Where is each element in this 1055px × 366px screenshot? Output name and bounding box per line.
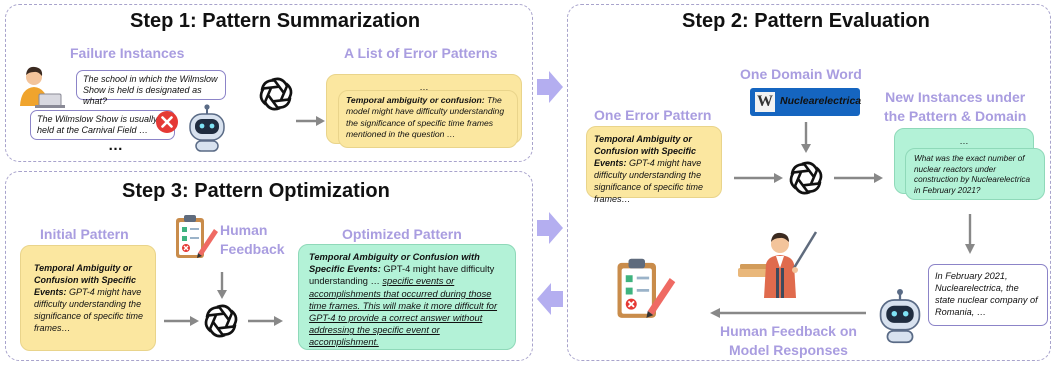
one-error-pattern-card: Temporal Ambiguity or Confusion with Spe… bbox=[586, 126, 722, 204]
new-instances-label-line1: New Instances under bbox=[885, 89, 1026, 105]
failure-instances-label: Failure Instances bbox=[70, 45, 185, 61]
pattern-to-gpt-arrow bbox=[734, 173, 783, 183]
initial-pattern-label: Initial Pattern bbox=[40, 226, 129, 242]
gpt-to-optimized-arrow bbox=[248, 316, 283, 326]
step3-title: Step 3: Pattern Optimization bbox=[122, 180, 390, 202]
error-patterns-label: A List of Error Patterns bbox=[344, 45, 498, 61]
human-feedback-label: Human Feedback bbox=[220, 221, 285, 259]
gpt-logo-icon bbox=[204, 304, 238, 338]
wrong-answer-icon bbox=[156, 111, 178, 133]
more-instances-dots: … bbox=[108, 137, 123, 154]
human-feedback-label-line1: Human bbox=[220, 222, 268, 238]
initial-pattern-card: Temporal Ambiguity or Confusion with Spe… bbox=[20, 245, 156, 351]
domain-word-label: One Domain Word bbox=[740, 66, 862, 82]
new-instance-card: What was the exact number of nuclear rea… bbox=[905, 148, 1045, 200]
domain-word-box: W Nuclearelectrica bbox=[750, 88, 862, 116]
human-feedback-label-line2: Feedback bbox=[220, 241, 285, 257]
optimized-pattern-title: Temporal Ambiguity or Confusion with Spe… bbox=[309, 252, 480, 275]
wikipedia-logo-icon: W bbox=[755, 92, 775, 112]
user-question-bubble: The school in which the Wilmslow Show is… bbox=[76, 70, 226, 106]
initial-to-gpt-arrow bbox=[164, 316, 199, 326]
new-instance-question: What was the exact number of nuclear rea… bbox=[914, 154, 1031, 195]
initial-pattern-body: GPT-4 might have difficulty understandin… bbox=[34, 287, 144, 333]
flow-arrow-step2-to-step3 bbox=[537, 283, 563, 315]
step2-title: Step 2: Pattern Evaluation bbox=[682, 10, 930, 32]
initial-pattern-title: Temporal Ambiguity or Confusion with Spe… bbox=[34, 263, 137, 297]
pattern-title: Temporal ambiguity or confusion: bbox=[346, 95, 485, 105]
feedback-down-arrow bbox=[217, 272, 227, 299]
gpt-logo-icon bbox=[789, 161, 823, 195]
optimized-pattern-ellipsis: … bbox=[370, 276, 380, 287]
back-card-dots: … bbox=[419, 82, 429, 92]
bot-answer-bubble: The Wilmslow Show is usually held at the… bbox=[30, 110, 175, 140]
flow-arrow-step3-to-step2 bbox=[537, 212, 563, 244]
teacher-icon bbox=[738, 231, 818, 298]
optimized-pattern-body: GPT-4 might have difficulty understandin… bbox=[309, 264, 495, 287]
gpt-logo-icon bbox=[259, 77, 293, 111]
step1-title: Step 1: Pattern Summarization bbox=[130, 10, 421, 32]
gpt-to-instances-arrow bbox=[834, 173, 883, 183]
feedback-on-responses-label: Human Feedback on Model Responses bbox=[720, 322, 857, 360]
step2-pattern-title: Temporal Ambiguity or Confusion with Spe… bbox=[594, 134, 697, 168]
domain-word: Nuclearelectrica bbox=[780, 95, 862, 107]
optimized-pattern-card: Temporal Ambiguity or Confusion with Spe… bbox=[298, 244, 516, 350]
feedback-label-line1: Human Feedback on bbox=[720, 323, 857, 339]
new-instance-back-dots: … bbox=[959, 136, 969, 146]
response-to-feedback-arrow bbox=[710, 308, 866, 318]
pattern-body: The model might have difficulty understa… bbox=[346, 95, 505, 139]
user-at-laptop-icon bbox=[20, 66, 65, 108]
clipboard-checklist-icon bbox=[617, 258, 676, 318]
one-error-pattern-label: One Error Pattern bbox=[594, 107, 712, 123]
step1-arrow bbox=[296, 116, 325, 126]
robot-icon bbox=[879, 289, 921, 344]
step2-bot-answer-bubble: In February 2021, Nuclearelectrica, the … bbox=[928, 264, 1048, 326]
clipboard-checklist-icon bbox=[176, 215, 218, 258]
error-pattern-card: Temporal ambiguity or confusion: The mod… bbox=[338, 90, 518, 148]
flow-arrow-step1-to-step2 bbox=[537, 71, 563, 103]
feedback-label-line2: Model Responses bbox=[728, 342, 848, 358]
new-instances-label: New Instances under the Pattern & Domain bbox=[884, 88, 1026, 126]
step2-pattern-body: GPT-4 might have difficulty understandin… bbox=[594, 158, 704, 204]
optimized-pattern-label: Optimized Pattern bbox=[342, 226, 462, 242]
optimized-pattern-addition: specific events or accomplishments that … bbox=[309, 276, 498, 348]
new-instances-label-line2: the Pattern & Domain bbox=[884, 108, 1027, 124]
instances-down-arrow bbox=[965, 214, 975, 254]
robot-icon bbox=[189, 104, 225, 152]
domain-down-arrow bbox=[801, 122, 811, 153]
